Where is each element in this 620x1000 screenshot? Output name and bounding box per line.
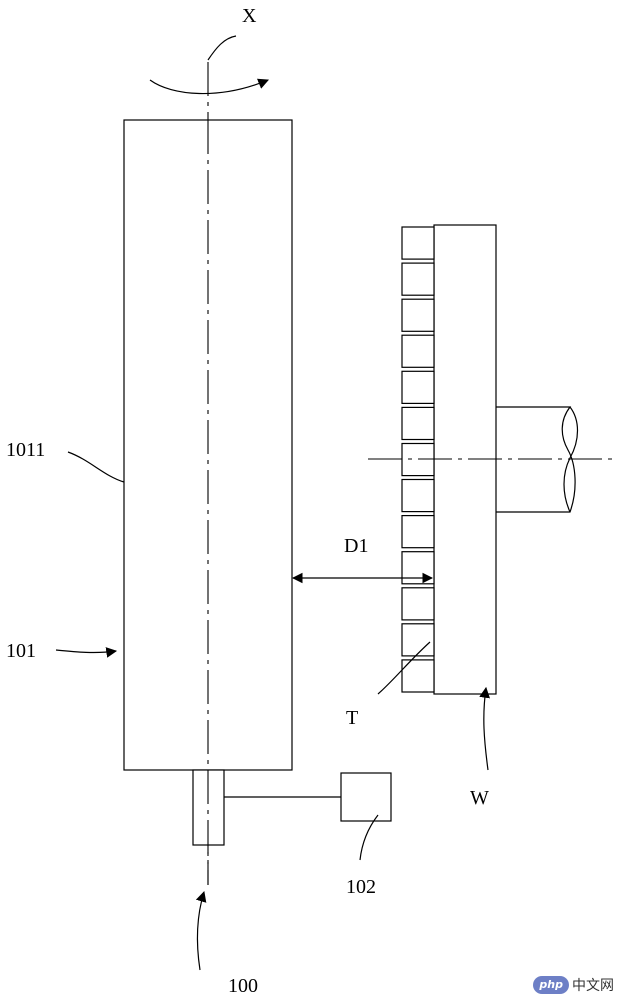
target-tile xyxy=(401,298,435,332)
target-tile xyxy=(401,406,435,441)
target-tiles xyxy=(401,226,435,693)
target-tile xyxy=(401,587,435,621)
unit-leader xyxy=(359,814,379,861)
surface-label: 1011 xyxy=(6,439,45,461)
target-label: T xyxy=(346,707,358,729)
watermark-text: 中文网 xyxy=(572,978,614,994)
right-shaft xyxy=(496,406,576,513)
unit-102-box xyxy=(340,772,392,822)
watermark-badge: php xyxy=(533,976,569,994)
target-tile xyxy=(401,370,435,404)
axis-label-leader xyxy=(207,35,237,61)
target-tile xyxy=(401,623,435,657)
axis-label: X xyxy=(242,5,257,27)
watermark: php 中文网 xyxy=(533,974,614,996)
base-label: 100 xyxy=(228,975,258,997)
unit-label: 102 xyxy=(346,876,376,898)
target-tile xyxy=(401,514,435,549)
workpiece-label: W xyxy=(470,787,489,809)
target-tile xyxy=(401,262,435,296)
distance-label: D1 xyxy=(344,535,368,557)
right-shaft-break xyxy=(563,406,579,513)
base-arrow xyxy=(195,890,207,971)
target-tile xyxy=(401,226,435,260)
surface-leader xyxy=(67,451,125,483)
target-tile xyxy=(401,334,435,368)
target-tile xyxy=(401,551,435,585)
target-tile xyxy=(401,478,435,513)
body-arrow xyxy=(55,647,118,658)
workpiece-arrow xyxy=(479,686,490,771)
body-label: 101 xyxy=(6,640,36,662)
target-leader xyxy=(377,641,431,695)
rotation-arrow-icon xyxy=(149,78,269,95)
